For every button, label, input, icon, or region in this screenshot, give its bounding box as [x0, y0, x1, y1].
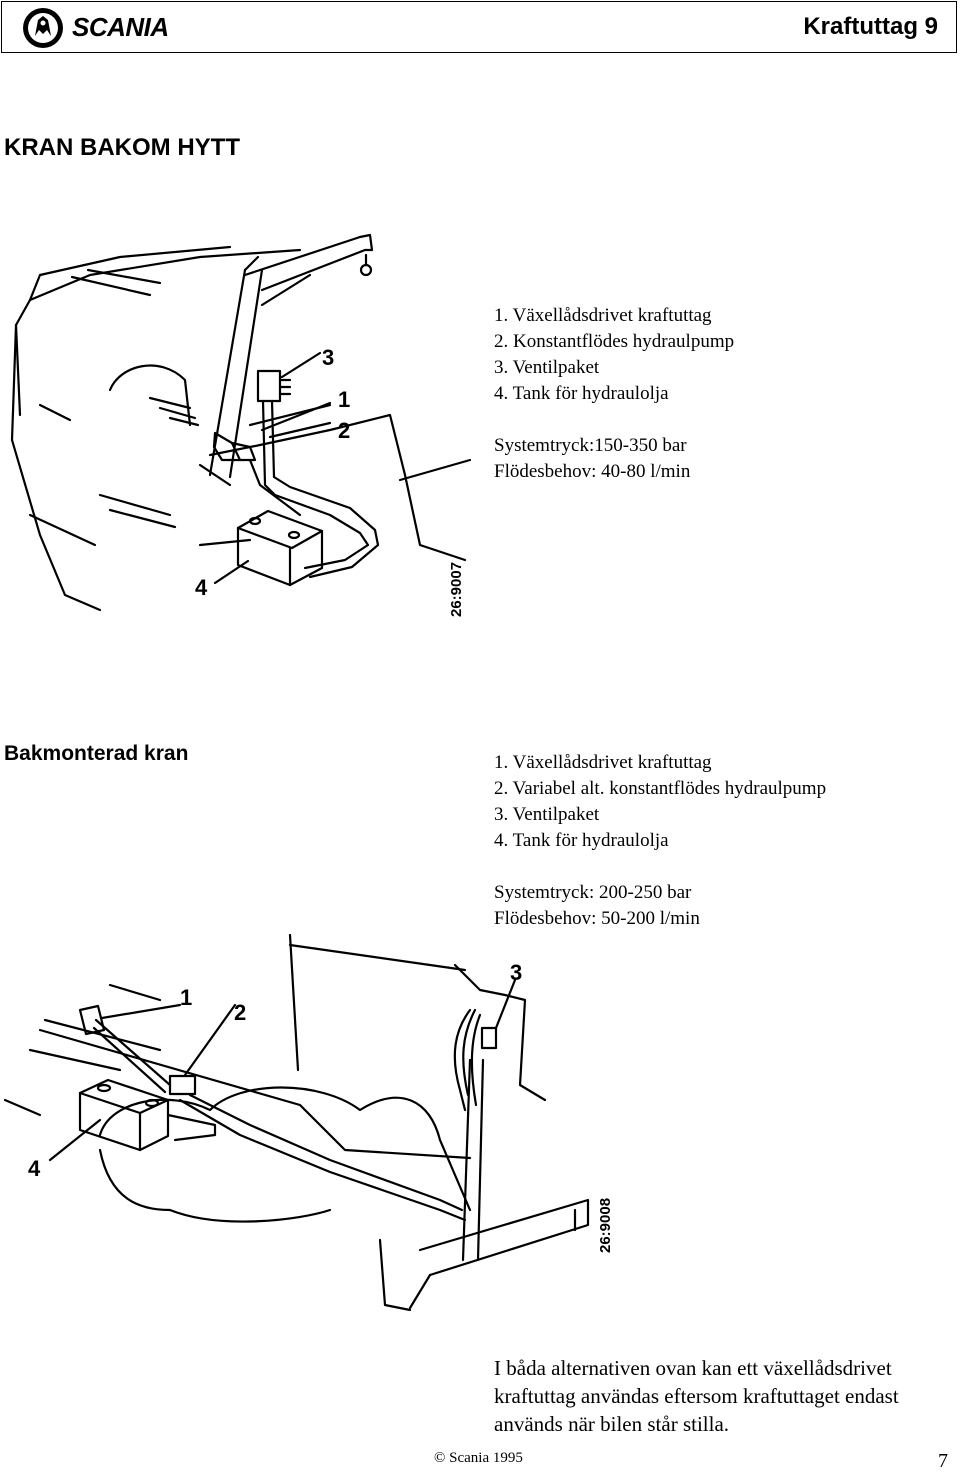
figure2-code: 26:9008	[597, 1197, 614, 1253]
figure-rear-mounted-crane	[0, 910, 600, 1330]
page-header: SCANIA Kraftuttag 9	[1, 1, 957, 53]
figure2-label-4: 4	[28, 1156, 41, 1181]
section1-item-1: 1. Växellådsdrivet kraftuttag	[494, 305, 712, 326]
closing-note: I båda alternativen ovan kan ett växellå…	[494, 1354, 954, 1438]
scania-griffin-emblem-icon	[23, 8, 63, 48]
figure1-label-4: 4	[195, 575, 208, 600]
section-heading-crane-behind-cab: KRAN BAKOM HYTT	[4, 134, 240, 161]
figure1-label-2: 2	[338, 418, 351, 443]
note-line-3: används när bilen står stilla.	[494, 1412, 730, 1436]
section1-spec-pressure: Systemtryck:150-350 bar	[494, 435, 687, 456]
section2-item-1: 1. Växellådsdrivet kraftuttag	[494, 752, 712, 773]
section2-spec-pressure: Systemtryck: 200-250 bar	[494, 882, 692, 903]
figure-crane-behind-cab	[0, 215, 480, 625]
section2-item-2: 2. Variabel alt. konstantflödes hydraulp…	[494, 778, 827, 799]
section-heading-rear-mounted-crane: Bakmonterad kran	[4, 742, 189, 765]
scania-logo: SCANIA	[20, 6, 200, 50]
section2-item-4: 4. Tank för hydraulolja	[494, 830, 669, 851]
section2-spec-flow: Flödesbehov: 50-200 l/min	[494, 908, 700, 929]
page-title: Kraftuttag 9	[803, 13, 938, 40]
figure1-label-1: 1	[338, 387, 351, 412]
footer-copyright: © Scania 1995	[434, 1450, 523, 1466]
section1-legend: 1. Växellådsdrivet kraftuttag 2. Konstan…	[494, 303, 734, 485]
section2-legend: 1. Växellådsdrivet kraftuttag 2. Variabe…	[494, 750, 826, 932]
note-line-2: kraftuttag användas eftersom kraftuttage…	[494, 1384, 899, 1408]
crane-behind-cab-drawing	[10, 233, 472, 612]
figure2-label-2: 2	[234, 1000, 247, 1025]
section2-item-3: 3. Ventilpaket	[494, 804, 600, 825]
page-number: 7	[938, 1450, 948, 1472]
section1-item-3: 3. Ventilpaket	[494, 357, 600, 378]
note-line-1: I båda alternativen ovan kan ett växellå…	[494, 1356, 892, 1380]
section1-spec-flow: Flödesbehov: 40-80 l/min	[494, 461, 691, 482]
rear-mounted-crane-drawing	[3, 933, 590, 1312]
figure2-label-3: 3	[510, 960, 523, 985]
section1-item-4: 4. Tank för hydraulolja	[494, 383, 669, 404]
section1-item-2: 2. Konstantflödes hydraulpump	[494, 331, 735, 352]
figure1-code: 26:9007	[448, 561, 465, 617]
figure2-label-1: 1	[180, 985, 193, 1010]
figure1-label-3: 3	[322, 345, 335, 370]
brand-wordmark: SCANIA	[72, 12, 169, 42]
